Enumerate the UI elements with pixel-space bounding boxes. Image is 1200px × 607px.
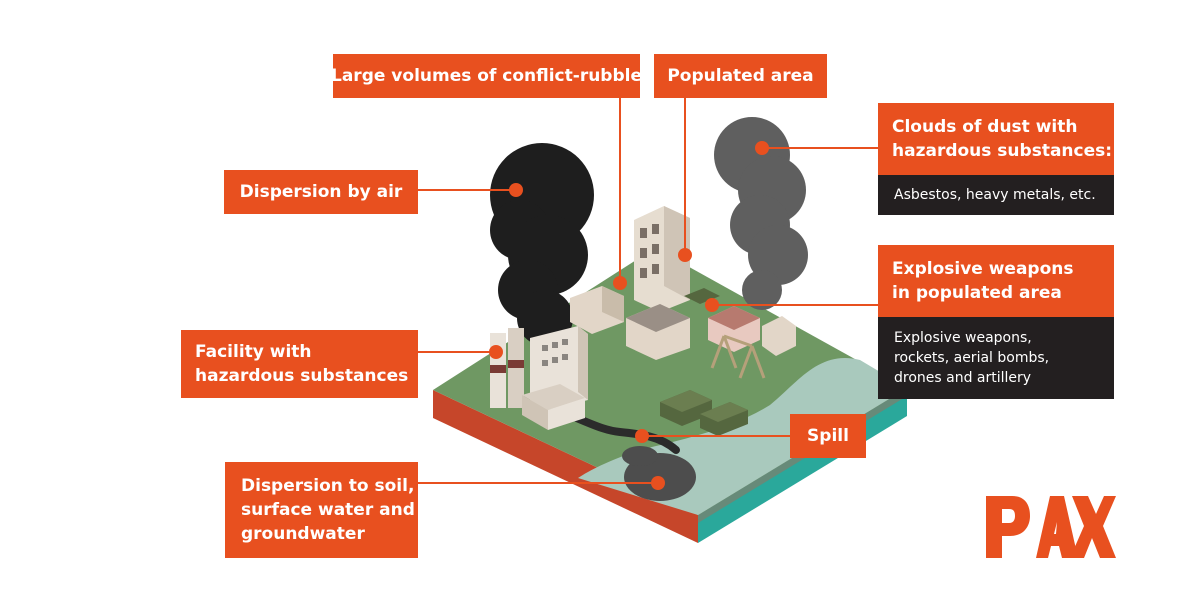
label-dispersion-air: Dispersion by air: [224, 170, 418, 214]
explosive-detail-line-1: Explosive weapons,: [894, 330, 1032, 346]
label-soil-line-3: groundwater: [241, 524, 365, 544]
military-vehicles: [660, 288, 748, 436]
explosive-detail-line-2: rockets, aerial bombs,: [894, 350, 1050, 366]
label-populated-area: Populated area: [654, 54, 827, 98]
label-dust-clouds: Clouds of dust with hazardous substances…: [878, 103, 1114, 175]
label-facility-line-1: Facility with: [195, 342, 312, 362]
dust-detail-text: Asbestos, heavy metals, etc.: [894, 187, 1096, 203]
label-dust-line-2: hazardous substances:: [892, 141, 1113, 161]
label-dust-line-1: Clouds of dust with: [892, 117, 1078, 137]
label-facility-line-2: hazardous substances: [195, 366, 409, 386]
explosive-detail-line-3: drones and artillery: [894, 370, 1032, 386]
explosive-detail-box: Explosive weapons, rockets, aerial bombs…: [878, 317, 1114, 399]
label-facility: Facility with hazardous substances: [181, 330, 418, 398]
tall-ruined-building: [634, 206, 690, 312]
label-soil-line-2: surface water and: [241, 500, 415, 520]
grey-smoke: [714, 117, 808, 310]
swing-set: [710, 334, 766, 379]
terrain-side-left: [433, 390, 698, 543]
factory: [490, 326, 588, 430]
leader-lines: [418, 98, 880, 484]
label-dispersion-soil: Dispersion to soil, surface water and gr…: [225, 462, 418, 558]
label-explosive-weapons: Explosive weapons in populated area: [878, 245, 1114, 317]
leader-dots: [489, 141, 769, 490]
label-explosive-line-1: Explosive weapons: [892, 259, 1074, 279]
pax-logo: [986, 496, 1116, 558]
label-rubble: Large volumes of conflict-rubble: [331, 54, 642, 98]
label-spill: Spill: [790, 414, 866, 458]
label-explosive-line-2: in populated area: [892, 283, 1062, 303]
rubble-houses: [570, 286, 796, 360]
label-soil-line-1: Dispersion to soil,: [241, 476, 415, 496]
dust-detail-box: Asbestos, heavy metals, etc.: [878, 175, 1114, 215]
